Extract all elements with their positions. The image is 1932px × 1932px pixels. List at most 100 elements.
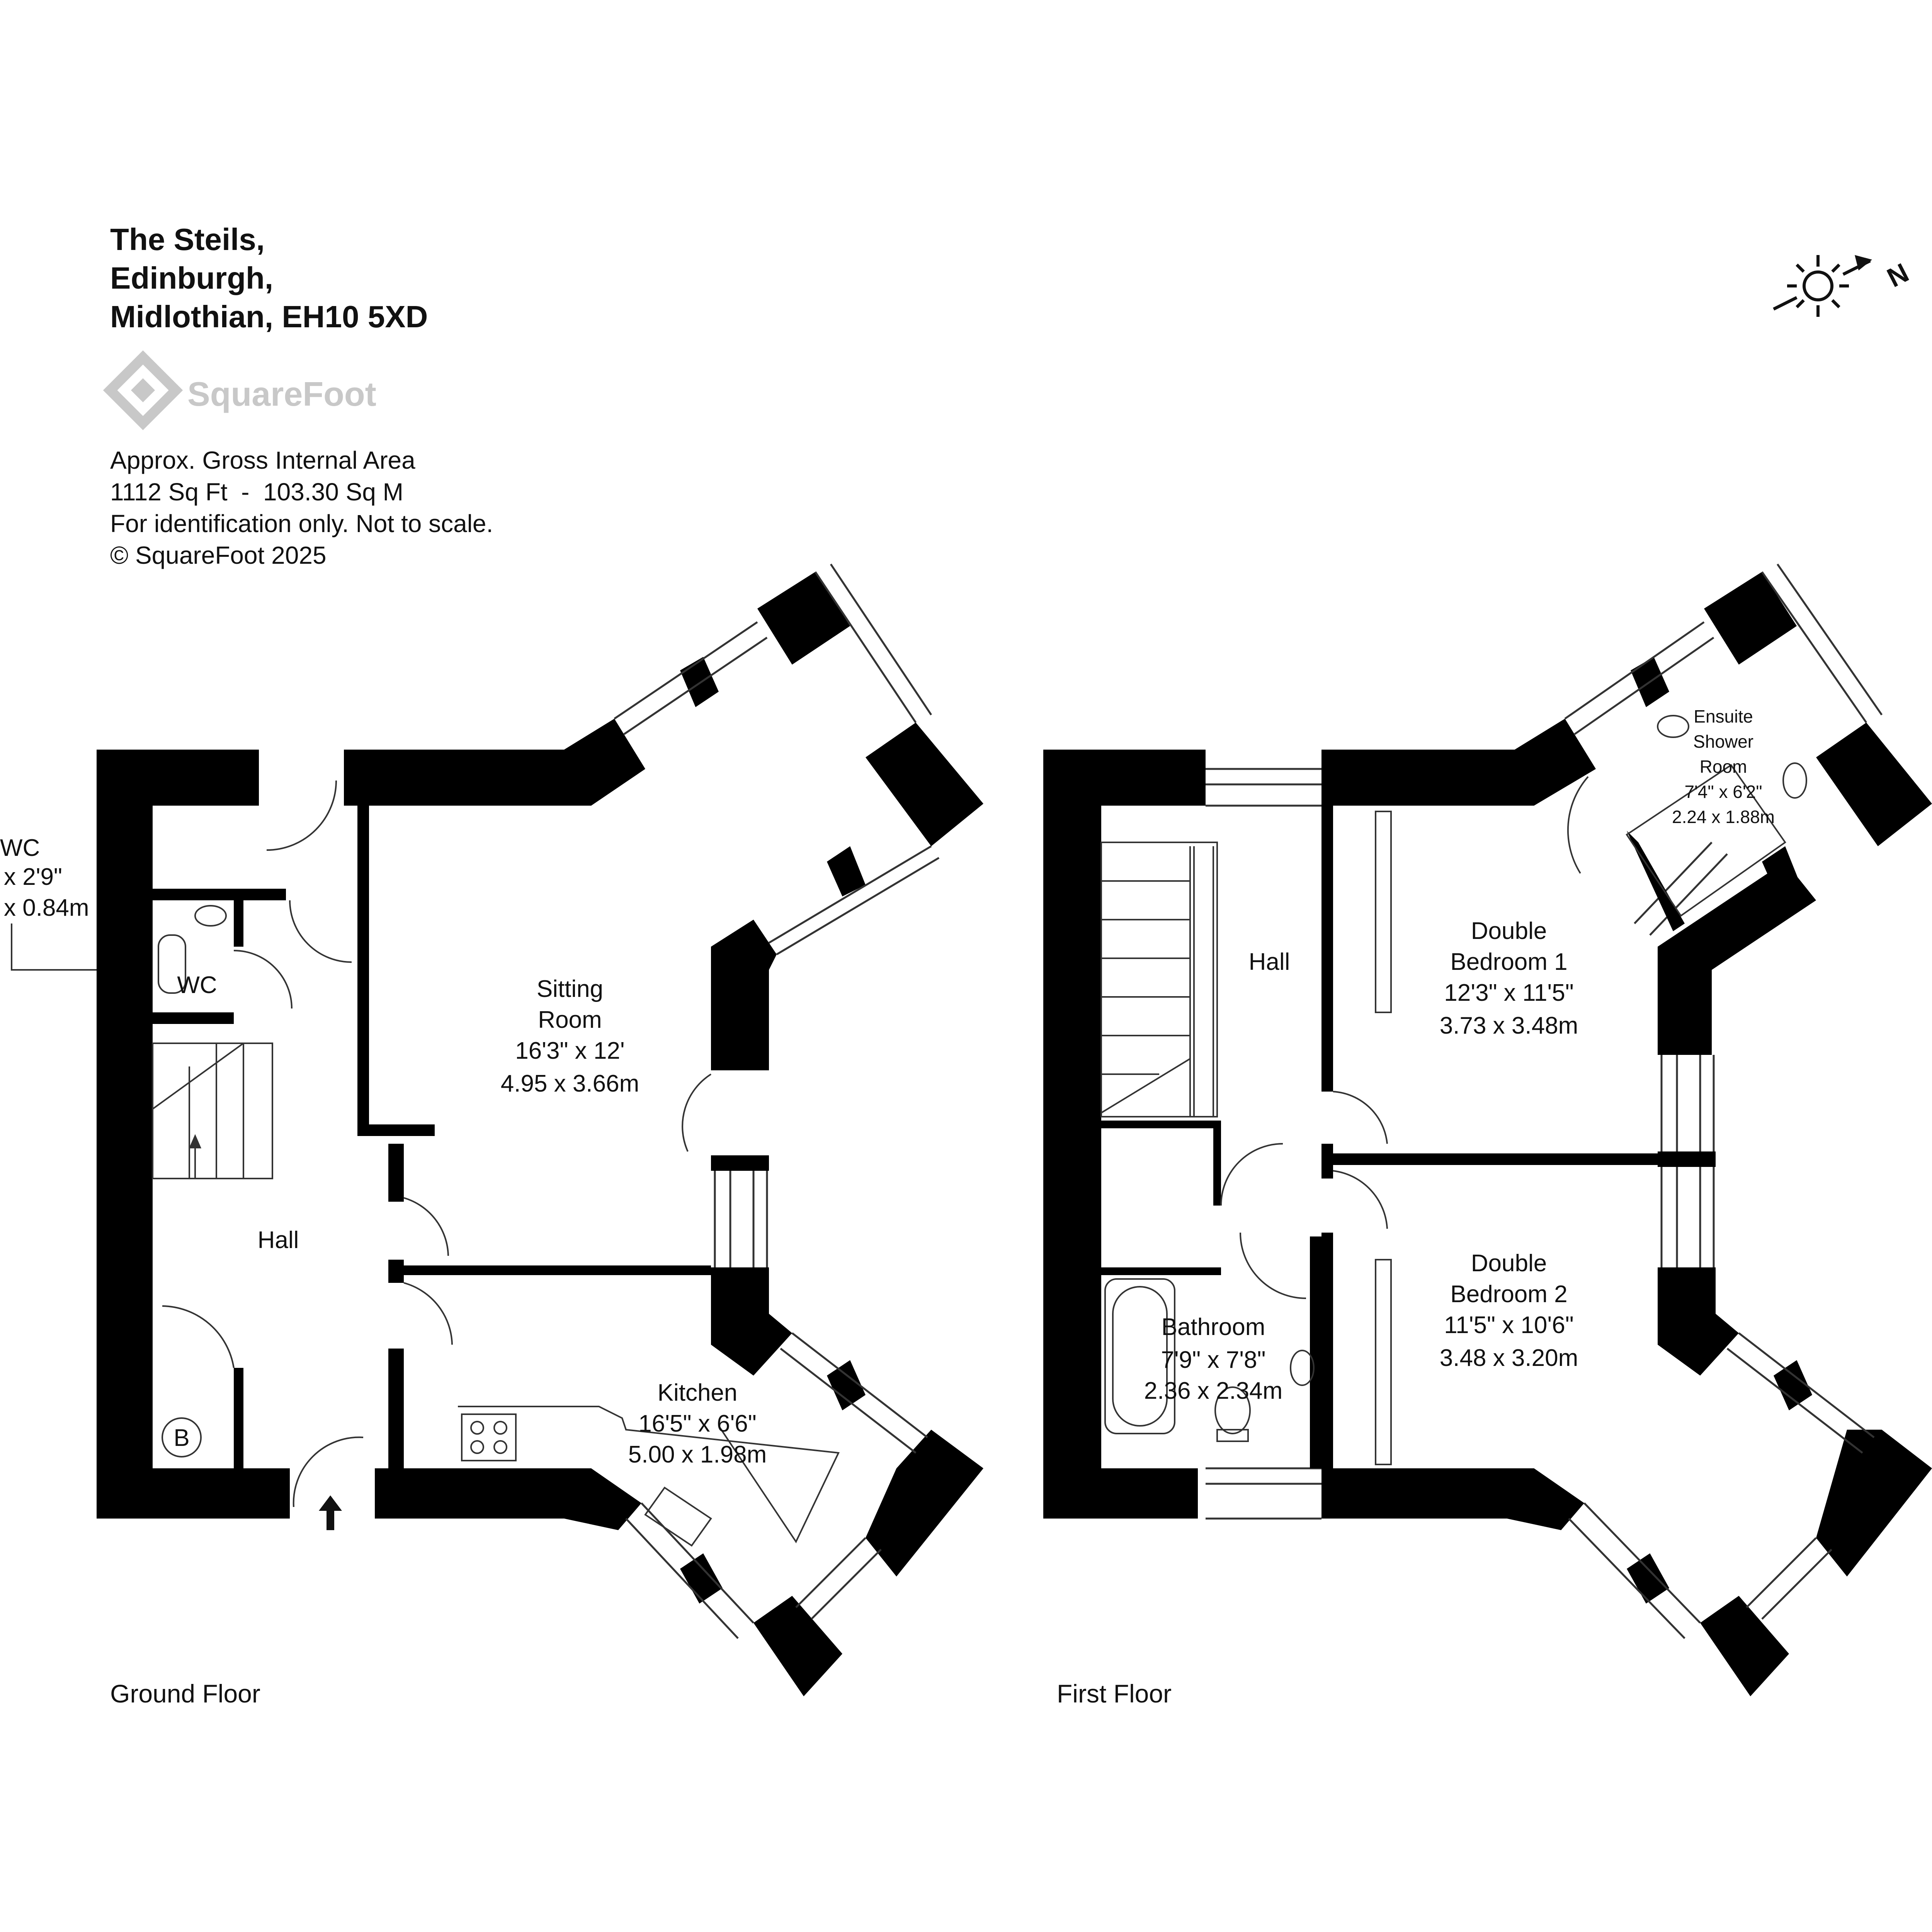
ground-floor-plan: B WC x 2'9" x 0.84m WC Hall Sitting Room… (0, 563, 983, 1696)
gf-wc-wall-right (234, 889, 243, 947)
ff-wall-bath-cupboard (1213, 1121, 1221, 1206)
gf-sitting-name-2: Room (538, 1007, 602, 1033)
ff-wall-landing (1101, 1121, 1221, 1128)
ff-ensuite-dim-imperial: 7'4" x 6'2" (1684, 782, 1762, 802)
ff-wall-east-lower (1658, 1267, 1739, 1376)
ff-doors (1220, 776, 1589, 1299)
gf-wall-ne-1 (564, 719, 645, 806)
first-floor-plan: Hall Double Bedroom 1 12'3" x 11'5" 3.73… (1043, 563, 1932, 1696)
gf-sitting-name-1: Sitting (537, 976, 603, 1002)
ff-wall-north-1 (1043, 750, 1206, 806)
gf-wc-wall-top (153, 889, 286, 900)
ff-wall-se (1816, 1430, 1932, 1577)
squarefoot-logo: SquareFoot (103, 350, 376, 430)
ff-wardrobe-bed1 (1375, 811, 1392, 1013)
ff-wall-bath-east (1310, 1236, 1321, 1468)
gf-wall-kitchen-east (711, 1275, 792, 1376)
area-info-line-1: Approx. Gross Internal Area (110, 446, 415, 474)
ff-ensuite-basin-icon (1657, 715, 1689, 738)
gf-wall-sitting-kitchen (404, 1265, 711, 1275)
ff-wall-ne-corner (1704, 572, 1797, 665)
ff-wall-hall-bed2 (1321, 1233, 1333, 1468)
gf-wall-north-1 (97, 750, 259, 806)
gf-kitchen-name: Kitchen (658, 1379, 738, 1406)
gf-boiler-label: B (173, 1425, 189, 1451)
ff-wall-ne-east (1816, 723, 1932, 846)
gf-window-east (714, 1171, 768, 1267)
area-info-line-3: For identification only. Not to scale. (110, 510, 493, 537)
ff-bed1-name-1: Double (1471, 918, 1547, 944)
ff-door-cupboard (1220, 1143, 1283, 1206)
gf-door-sitting-east (682, 1073, 712, 1152)
ff-bed1-name-2: Bedroom 1 (1450, 949, 1567, 975)
ff-wall-east-upper (1658, 862, 1816, 1055)
ff-basin-icon (1290, 1350, 1315, 1386)
ff-bathroom-dim-imperial: 7'9" x 7'8" (1161, 1347, 1265, 1373)
gf-wall-ne-east (866, 723, 983, 846)
compass-icon (1773, 255, 1872, 317)
gf-kitchen-units (458, 1406, 840, 1547)
ground-floor-label: Ground Floor (110, 1679, 260, 1708)
ff-bathroom-name: Bathroom (1162, 1314, 1265, 1340)
area-info-line-4: © SquareFoot 2025 (110, 541, 327, 569)
gf-wall-stub-2 (388, 1260, 404, 1283)
ff-window-north (1206, 768, 1321, 807)
gf-wc-cut-dim-metric: x 0.84m (4, 895, 89, 921)
ff-windows-se (1206, 1332, 1875, 1639)
ff-door-bed2 (1333, 1170, 1388, 1229)
area-info-line-2: 1112 Sq Ft - 103.30 Sq M (110, 478, 403, 506)
ff-bed1-dim-imperial: 12'3" x 11'5" (1444, 980, 1573, 1006)
gf-door-wc (289, 900, 352, 963)
gf-wc-leader-line (11, 923, 97, 971)
ff-toilet-icon (1214, 1386, 1251, 1434)
ff-ensuite-name-2: Shower (1693, 731, 1753, 752)
ff-bath-icon (1104, 1278, 1175, 1434)
gf-wall-kitchen-s-corner (753, 1596, 842, 1696)
ff-wall-bath-top (1101, 1267, 1221, 1275)
ff-stairs (1100, 842, 1218, 1117)
gf-wall-north-2 (344, 750, 564, 806)
ff-wall-s-corner (1700, 1596, 1789, 1696)
ff-bed2-name-2: Bedroom 2 (1450, 1281, 1567, 1308)
gf-wall-hall-sitting (357, 806, 369, 1132)
address-line-1: The Steils, (110, 222, 265, 257)
gf-wc-cut-name: WC (0, 835, 40, 861)
ff-bed2-dim-metric: 3.48 x 3.20m (1440, 1345, 1578, 1371)
gf-entrance-arrow-icon (319, 1495, 342, 1530)
ff-wall-south (1321, 1468, 1584, 1530)
gf-wall-cupboard (357, 1124, 435, 1136)
gf-kitchen-dim-metric: 5.00 x 1.98m (628, 1441, 767, 1468)
ff-hall-name: Hall (1249, 949, 1290, 975)
ff-wall-hall-bed1 (1321, 806, 1333, 1092)
gf-cupboard-wall (234, 1368, 243, 1468)
ff-door-bathroom (1240, 1232, 1306, 1299)
ff-windows-ne (1564, 563, 1883, 936)
squarefoot-logo-text: SquareFoot (187, 375, 376, 413)
ff-wall-east-pier (1658, 1151, 1716, 1167)
gf-door-kitchen (403, 1282, 453, 1345)
gf-wc-wall-bottom (153, 1012, 234, 1024)
ff-wall-bed1-bed2 (1333, 1153, 1658, 1165)
gf-mullion-1 (680, 657, 719, 707)
ff-ensuite-dim-metric: 2.24 x 1.88m (1672, 807, 1775, 827)
gf-windows-se (625, 1332, 928, 1639)
ff-bathroom-fixtures (1104, 1278, 1315, 1442)
ff-ensuite-name-3: Room (1700, 757, 1747, 777)
gf-wall-kitchen-se (866, 1430, 983, 1577)
gf-door-front (293, 1436, 364, 1507)
ff-ensuite-fixtures (1626, 715, 1807, 917)
gf-door-wc-inner (233, 950, 293, 1009)
gf-wc-toilet-icon (158, 934, 186, 994)
ff-wardrobes (1375, 811, 1392, 1465)
ff-wall-north-2 (1321, 750, 1515, 806)
north-label: N (1882, 257, 1913, 293)
ff-door-bed1 (1333, 1091, 1388, 1144)
gf-wc-name: WC (177, 972, 217, 998)
ff-bed2-name-1: Double (1471, 1250, 1547, 1277)
gf-wall-south (375, 1468, 641, 1530)
gf-wc-cut-dim-imperial: x 2'9" (4, 864, 62, 890)
gf-doors (162, 780, 712, 1507)
gf-wall-south-west (97, 1468, 290, 1519)
gf-door-wc-entry (266, 780, 337, 851)
